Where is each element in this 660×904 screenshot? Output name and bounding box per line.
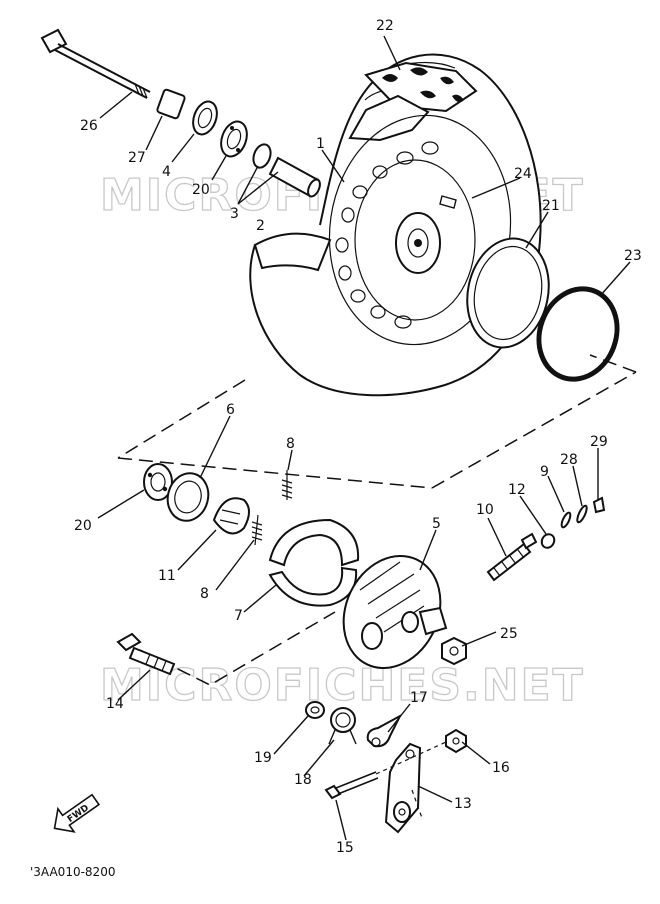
bolt-15 (324, 771, 379, 800)
callout-24: 24 (514, 166, 532, 182)
callout-26: 26 (80, 118, 98, 134)
callout-7: 7 (234, 608, 243, 624)
callout-12: 12 (508, 482, 526, 498)
indicator-29 (592, 496, 606, 514)
callout-16: 16 (492, 760, 510, 776)
washer (540, 533, 556, 549)
callout-27: 27 (128, 150, 146, 166)
oil-seal-lower (166, 472, 210, 522)
watermark-bottom: MICROFICHES.NET (100, 660, 585, 711)
callout-29: 29 (590, 434, 608, 450)
callout-labels: 22 26 27 4 20 1 3 2 24 21 23 6 8 29 28 9… (74, 18, 642, 856)
callout-20-lower: 20 (74, 518, 92, 534)
callout-6: 6 (226, 402, 235, 418)
axle-bolt (40, 28, 151, 99)
callout-8-lower: 8 (200, 586, 209, 602)
callout-11: 11 (158, 568, 176, 584)
brake-shoes (268, 518, 360, 607)
callout-3: 3 (230, 206, 239, 222)
callout-1: 1 (316, 136, 325, 152)
callout-14: 14 (106, 696, 124, 712)
brake-arm (384, 742, 422, 834)
callout-23: 23 (624, 248, 642, 264)
brake-spring-upper (281, 470, 293, 500)
diagram-code: '3AA010-8200 (30, 865, 115, 879)
callout-20: 20 (192, 182, 210, 198)
oil-seal (192, 100, 218, 136)
bearing-lower (143, 463, 173, 501)
meter-gear (212, 497, 250, 535)
callout-15: 15 (336, 840, 354, 856)
callout-4: 4 (162, 164, 171, 180)
bearing-top (220, 120, 248, 158)
leader-lines (97, 35, 631, 841)
collar (156, 88, 186, 120)
callout-28: 28 (560, 452, 578, 468)
brake-panel (342, 554, 448, 670)
spacer-tube (268, 156, 321, 198)
axle-nut (441, 636, 467, 666)
callout-5: 5 (432, 516, 441, 532)
spacer-ring (252, 143, 272, 169)
cam-shaft-lower (116, 632, 176, 676)
callout-9: 9 (540, 464, 549, 480)
callout-19: 19 (254, 750, 272, 766)
callout-21: 21 (542, 198, 560, 214)
callout-17: 17 (410, 690, 428, 706)
callout-10: 10 (476, 502, 494, 518)
callout-8-upper: 8 (286, 436, 295, 452)
washer-19 (305, 701, 325, 719)
camshaft (486, 532, 538, 582)
forward-direction-arrow: FWD (53, 793, 101, 833)
inner-tube (466, 237, 550, 349)
callout-22: 22 (376, 18, 394, 34)
indicator-plate (366, 713, 403, 748)
nut-16 (445, 728, 467, 754)
rim-band (536, 286, 620, 382)
callout-25: 25 (500, 626, 518, 642)
seal-28 (576, 504, 588, 524)
return-spring (328, 707, 357, 745)
callout-18: 18 (294, 772, 312, 788)
o-ring (560, 511, 572, 529)
callout-13: 13 (454, 796, 472, 812)
brake-spring-lower (251, 514, 263, 546)
callout-2: 2 (256, 218, 265, 234)
